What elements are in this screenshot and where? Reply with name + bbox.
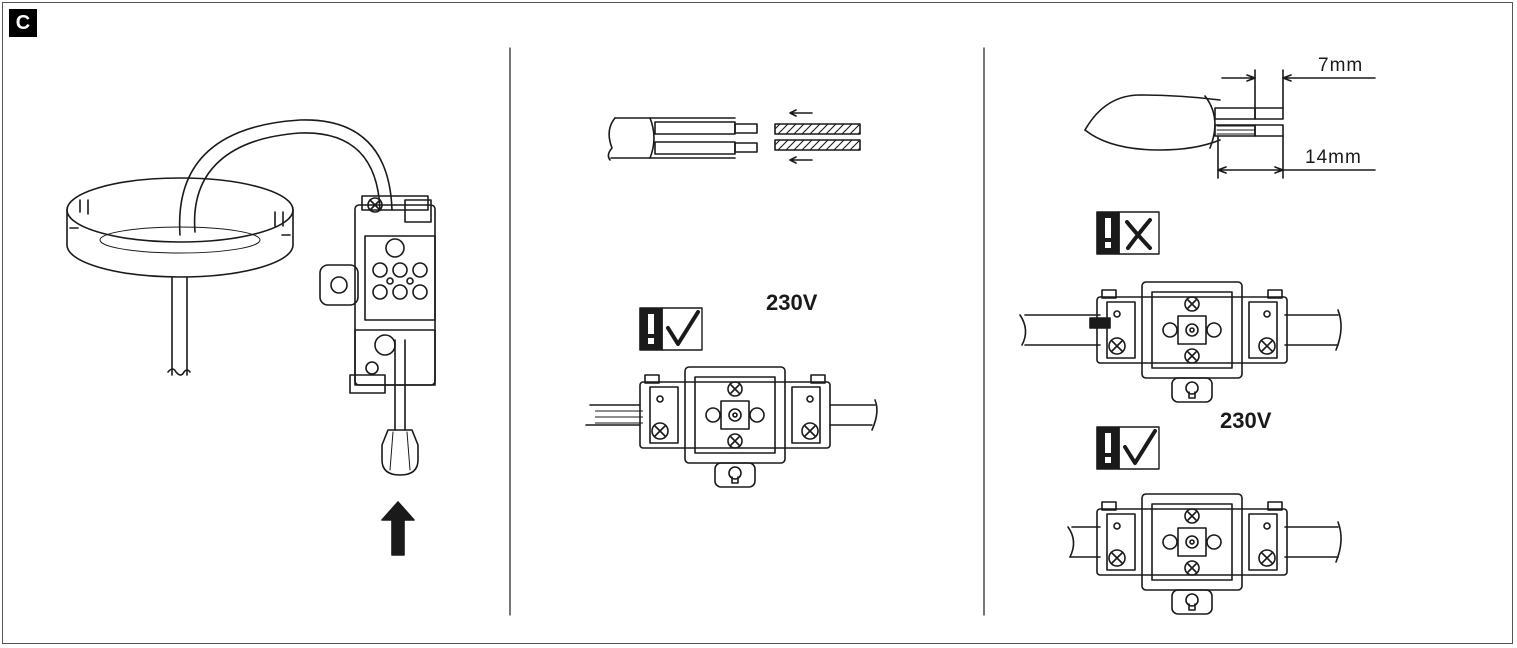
connector-middle bbox=[585, 366, 878, 488]
connector-right-wrong bbox=[1019, 281, 1342, 403]
cable-stripping-illustration bbox=[607, 109, 861, 164]
cable-dimension-illustration bbox=[1084, 69, 1376, 179]
panel-label-badge: C bbox=[9, 9, 37, 37]
connector-right-correct bbox=[1067, 493, 1342, 615]
dimension-label-14mm: 14mm bbox=[1305, 147, 1362, 168]
voltage-label-middle: 230V bbox=[766, 290, 818, 315]
dimension-label-7mm: 7mm bbox=[1318, 55, 1364, 76]
warning-cross-icon bbox=[1096, 211, 1160, 255]
supply-cable bbox=[167, 276, 191, 376]
loop-cable bbox=[178, 119, 393, 236]
push-up-arrow-icon bbox=[381, 501, 415, 556]
terminal-block-vertical bbox=[319, 195, 436, 394]
screwdriver bbox=[381, 339, 419, 476]
voltage-label-right: 230V bbox=[1220, 408, 1272, 433]
warning-check-icon-middle bbox=[639, 307, 703, 351]
warning-check-icon-right bbox=[1096, 426, 1160, 470]
